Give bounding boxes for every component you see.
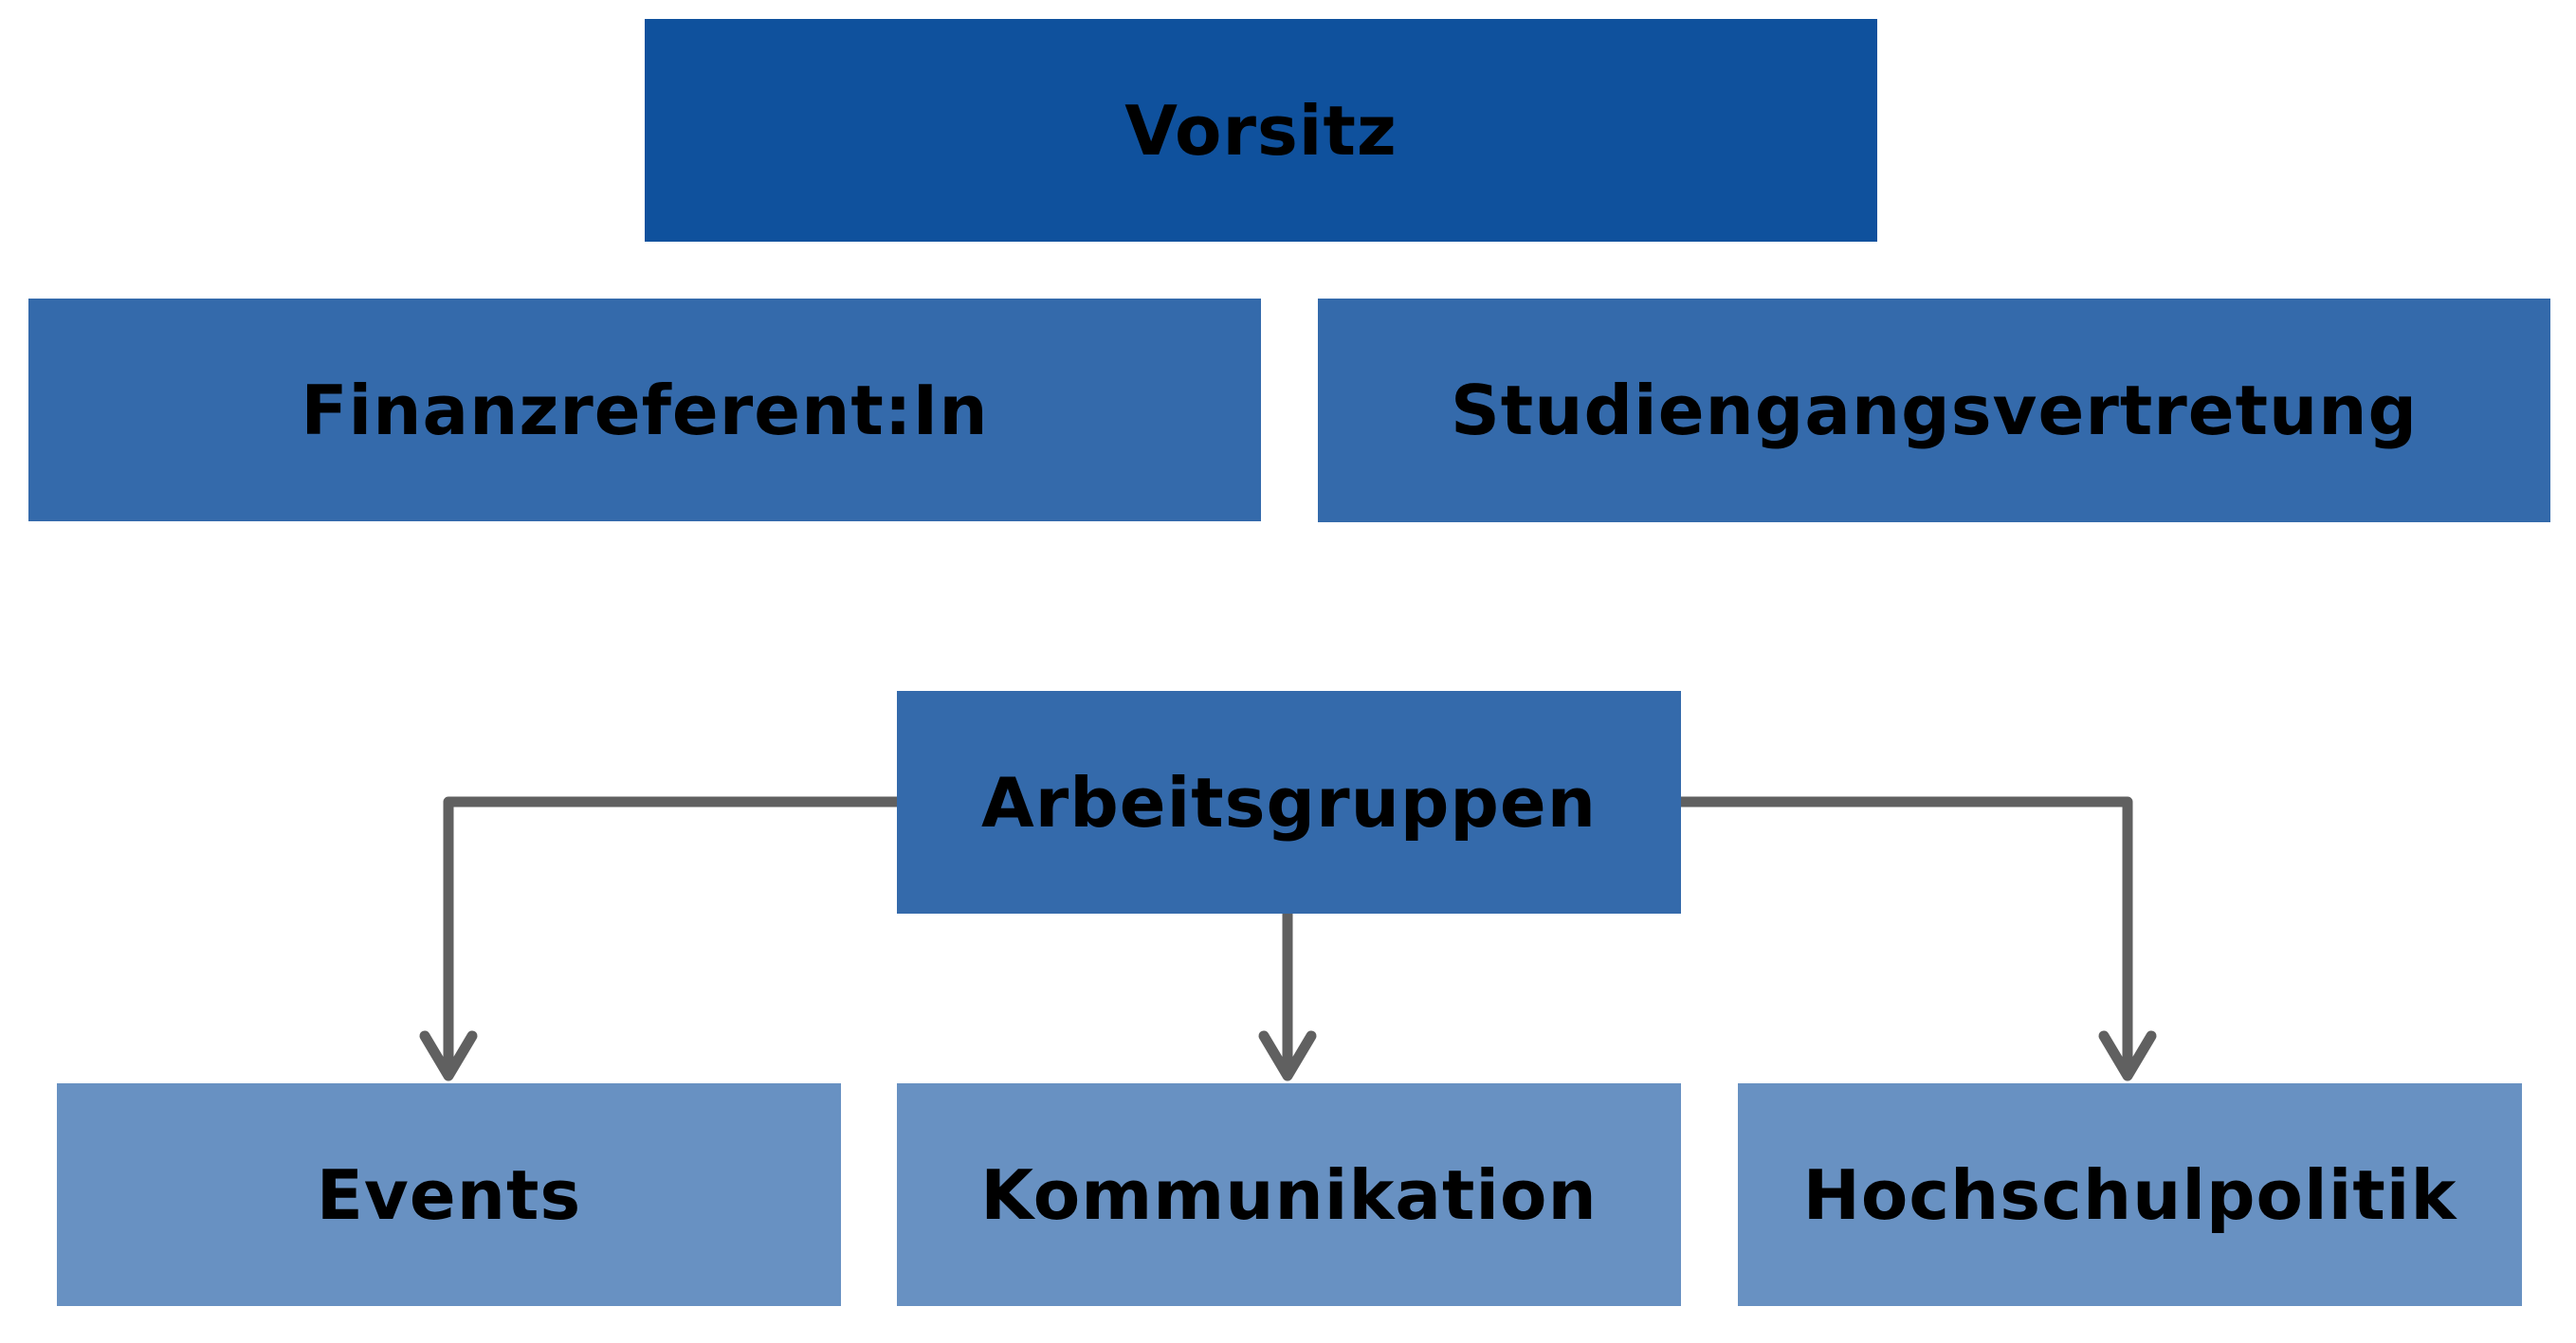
node-vorsitz: Vorsitz [645, 19, 1877, 242]
node-finanzreferent-label: Finanzreferent:In [301, 370, 989, 450]
connector-arbeitsgruppen-to-hochschulpolitik [1675, 796, 2133, 1080]
node-studiengangsvertretung-label: Studiengangsvertretung [1450, 371, 2419, 450]
node-events-label: Events [316, 1154, 582, 1235]
node-events: Events [57, 1083, 841, 1306]
node-arbeitsgruppen: Arbeitsgruppen [897, 691, 1681, 914]
node-hochschulpolitik: Hochschulpolitik [1738, 1083, 2522, 1306]
node-kommunikation: Kommunikation [897, 1083, 1681, 1306]
node-studiengangsvertretung: Studiengangsvertretung [1318, 299, 2550, 522]
arrowhead-events [419, 1030, 478, 1081]
node-arbeitsgruppen-label: Arbeitsgruppen [980, 762, 1598, 843]
arrowhead-hochschulpolitik [2098, 1030, 2157, 1081]
arrowhead-kommunikation [1258, 1030, 1317, 1081]
node-vorsitz-label: Vorsitz [1124, 90, 1398, 171]
node-kommunikation-label: Kommunikation [980, 1154, 1598, 1235]
node-hochschulpolitik-label: Hochschulpolitik [1802, 1154, 2457, 1235]
node-finanzreferent: Finanzreferent:In [28, 299, 1261, 521]
connector-arbeitsgruppen-to-events [443, 796, 903, 1080]
